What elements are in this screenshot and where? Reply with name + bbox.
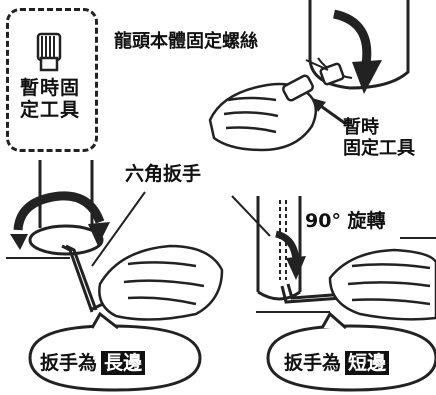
left-bubble-prefix: 扳手為 xyxy=(40,352,98,374)
right-bubble-text: 扳手為短邊 xyxy=(284,348,390,375)
hex-wrench-label: 六角扳手 xyxy=(125,163,202,185)
right-bubble-highlight: 短邊 xyxy=(345,351,390,375)
temp-tool-icon xyxy=(36,32,62,72)
temp-tool-box-label: 暫時固 定工具 xyxy=(19,77,80,121)
hand-right xyxy=(328,248,436,321)
rotation-arrow-left xyxy=(10,191,110,250)
left-bubble-highlight: 長邊 xyxy=(101,351,146,375)
faucet-body-left xyxy=(6,160,104,259)
rotation-arrow-top xyxy=(332,9,382,94)
hand-left xyxy=(98,244,224,321)
screw-icon xyxy=(305,59,345,86)
rotate-pointer-line xyxy=(231,195,271,237)
rotate-label: 90° 旋轉 xyxy=(305,210,386,232)
temp-tool-box xyxy=(6,8,98,152)
right-bubble-prefix: 扳手為 xyxy=(284,352,342,374)
temp-tool-pointer xyxy=(312,98,347,126)
faucet-body-right xyxy=(256,196,330,313)
screw-label: 龍頭本體固定螺絲 xyxy=(114,31,258,52)
rotation-arrow-right xyxy=(275,230,306,280)
left-bubble-text: 扳手為長邊 xyxy=(40,348,146,375)
hex-pointer-line xyxy=(91,191,146,267)
hand-top xyxy=(208,74,318,152)
temp-tool-label: 暫時 固定工具 xyxy=(343,117,415,159)
